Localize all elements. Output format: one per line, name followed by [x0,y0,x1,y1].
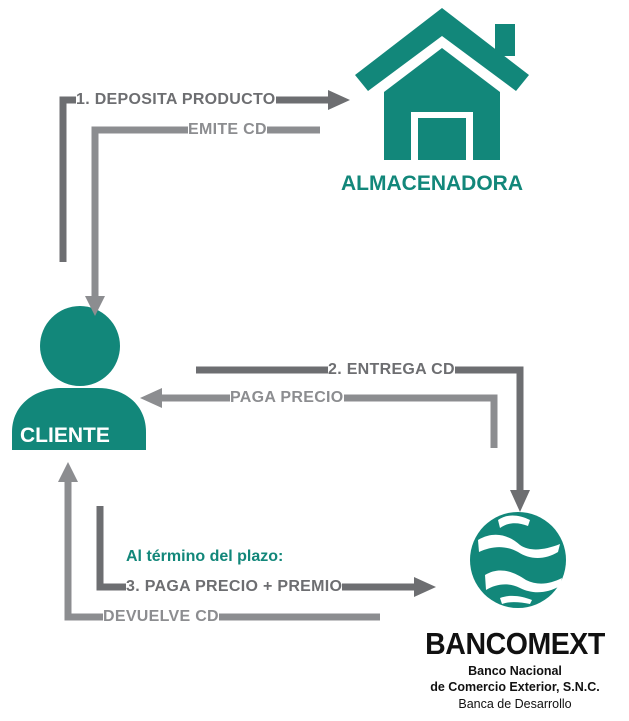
globe-icon [470,512,566,608]
label-return-cd: DEVUELVE CD [103,608,219,626]
label-pay-premium: 3. PAGA PRECIO + PREMIO [126,578,343,596]
label-issue-cd: EMITE CD [188,121,267,139]
person-icon [12,306,146,450]
label-deposit: 1. DEPOSITA PRODUCTO [76,91,276,109]
arrow-issue-cd [85,126,320,316]
bank-name-line1: Banco Nacional [468,664,562,678]
warehouse-icon [355,8,529,160]
bank-name-line3: Banca de Desarrollo [458,697,572,711]
arrow-return-cd [58,462,380,621]
label-deliver-cd: 2. ENTREGA CD [328,361,455,379]
label-pay-price: PAGA PRECIO [230,389,344,407]
arrow-deposit [59,90,350,262]
arrow-deliver-cd [196,366,530,512]
bank-name-line2: de Comercio Exterior, S.N.C. [430,680,600,694]
bank-wordmark: BANCOMEXT [425,626,605,661]
client-label: CLIENTE [20,424,110,447]
term-note: Al término del plazo: [126,548,284,565]
warehouse-label: ALMACENADORA [341,172,523,195]
